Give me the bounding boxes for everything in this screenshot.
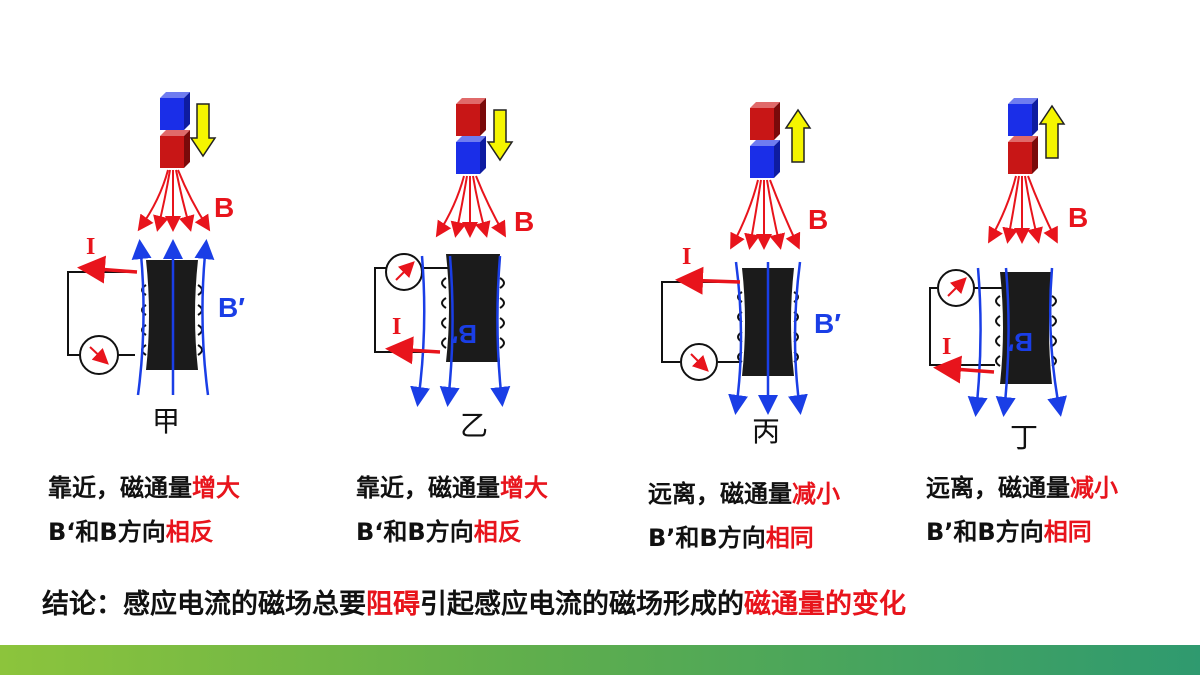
b-field-lines — [137, 169, 211, 232]
magnet — [1008, 98, 1038, 174]
panel-line2: B’和B方向相同 — [926, 518, 1092, 546]
motion-arrow-up — [1038, 104, 1066, 159]
current-arrow — [385, 336, 441, 365]
panel-name: 丁 — [1010, 421, 1039, 454]
conclusion-text: 结论：感应电流的磁场总要阻碍引起感应电流的磁场形成的磁通量的变化 — [42, 589, 906, 620]
b-induced-label: B′ — [452, 319, 478, 349]
current-label: I — [86, 234, 96, 260]
motion-arrow-up — [784, 108, 812, 163]
current-label: I — [682, 244, 692, 270]
diagram-ding — [929, 98, 1067, 417]
current-arrow — [933, 355, 995, 384]
coil-windings — [441, 277, 505, 349]
current-label: I — [392, 314, 402, 340]
panel-line2: B‘和B方向相反 — [356, 518, 522, 546]
induced-field-lines — [728, 261, 808, 415]
panel-line1: 远离，磁通量减小 — [926, 474, 1118, 502]
panel-line1: 靠近，磁通量增大 — [48, 474, 240, 502]
b-induced-label: B′ — [1008, 327, 1034, 357]
current-label: I — [942, 334, 952, 360]
b-field-lines — [988, 175, 1058, 244]
panel-name: 甲 — [152, 405, 181, 438]
panel-yi: B B′ I 乙 靠近，磁通量增大 B‘和B方向相反 — [300, 0, 600, 575]
coil-windings — [995, 295, 1057, 367]
b-label: B — [1068, 202, 1089, 233]
coil-core — [446, 254, 500, 362]
panel-name: 乙 — [460, 409, 489, 442]
diagram-yi — [374, 98, 514, 407]
magnet — [750, 102, 780, 178]
b-label: B — [514, 206, 535, 237]
current-arrow — [77, 255, 138, 284]
b-field-lines — [435, 175, 506, 238]
diagram-bing — [661, 102, 812, 415]
panel-bing: B B′ I 丙 远离，磁通量减小 B’和B方向相同 — [600, 0, 900, 575]
b-label: B — [214, 192, 235, 223]
induced-field-lines — [131, 239, 215, 396]
panel-jia: B B′ I 甲 靠近，磁通量增大 B‘和B方向相反 — [0, 0, 300, 575]
panel-ding: B B′ I 丁 远离，磁通量减小 B’和B方向相同 — [900, 0, 1200, 575]
panel-line1: 远离，磁通量减小 — [648, 480, 840, 508]
panel-line1: 靠近，磁通量增大 — [356, 474, 548, 502]
coil-core — [1000, 272, 1052, 384]
magnet — [456, 98, 486, 174]
b-induced-label: B′ — [218, 292, 245, 323]
b-label: B — [808, 204, 829, 235]
diagram-jia — [67, 92, 217, 396]
b-field-lines — [730, 179, 801, 250]
magnet — [160, 92, 190, 168]
motion-arrow-down — [189, 103, 217, 158]
current-arrow — [675, 266, 741, 295]
b-induced-label: B′ — [814, 308, 841, 339]
footer-gradient-bar — [0, 645, 1200, 675]
panel-line2: B‘和B方向相反 — [48, 518, 214, 546]
circuit-wire — [929, 287, 1002, 366]
panel-name: 丙 — [752, 415, 781, 448]
motion-arrow-down — [486, 109, 514, 162]
induced-field-lines — [410, 255, 511, 407]
induced-field-lines — [967, 267, 1067, 417]
panel-line2: B’和B方向相同 — [648, 524, 814, 552]
